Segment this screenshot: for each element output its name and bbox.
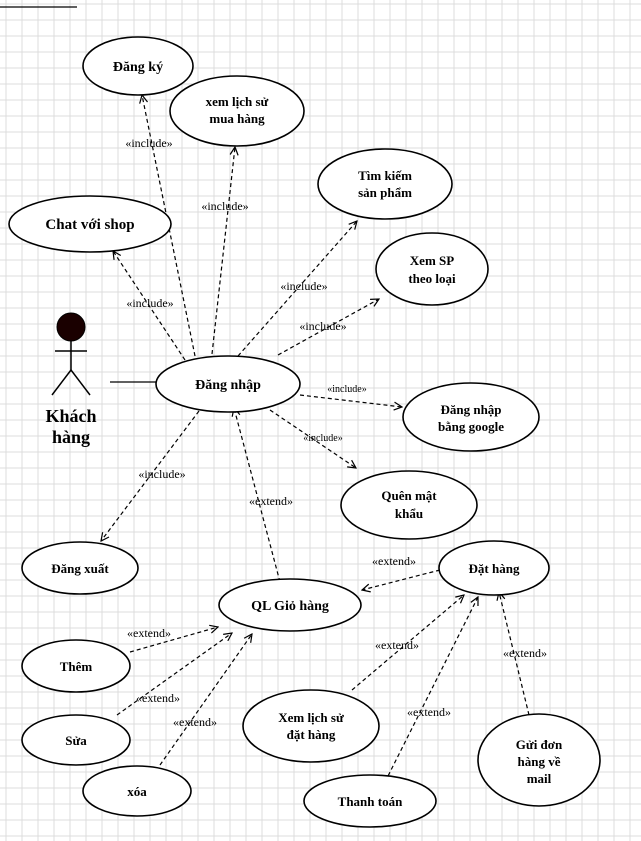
use-case-label: Chat với shop xyxy=(45,217,134,233)
label-extend: «extend» xyxy=(249,494,293,508)
use-case-label: Gửi đơn xyxy=(516,737,563,752)
use-case-label: Thanh toán xyxy=(338,794,403,809)
label-include: «include» xyxy=(327,384,366,395)
include-xem-sp-theo-loai xyxy=(277,299,379,356)
use-case-label: mail xyxy=(527,771,552,786)
use-case-label: khẩu xyxy=(395,506,423,521)
use-case-sua: Sửa xyxy=(21,714,131,766)
label-include: «include» xyxy=(125,136,172,150)
use-case-dang-ky: Đăng ký xyxy=(82,36,194,96)
use-case-label: Xem lịch sử xyxy=(278,710,344,725)
include-dang-xuat xyxy=(101,410,200,541)
use-case-label: xóa xyxy=(127,784,147,799)
use-case-label: xem lịch sử xyxy=(206,94,269,109)
use-case-tim-kiem-san-pham: Tìm kiếm sản phẩm xyxy=(317,148,453,220)
actor-name-line2: hàng xyxy=(52,427,90,447)
include-quen-mat-khau xyxy=(269,409,356,468)
use-case-xem-lich-su-mua-hang: xem lịch sử mua hàng xyxy=(169,75,305,147)
use-case-label: Đăng ký xyxy=(113,60,163,75)
use-case-label: Quên mật xyxy=(381,488,437,503)
stereotype-labels: «include» «include» «include» «include» … xyxy=(125,136,547,729)
use-case-label: bằng google xyxy=(438,419,504,434)
use-case-gui-don-hang: Gửi đơn hàng về mail xyxy=(477,713,601,807)
use-case-label: Đăng nhập xyxy=(440,402,501,417)
use-case-xem-sp-theo-loai: Xem SP theo loại xyxy=(375,232,489,306)
label-include: «include» xyxy=(303,433,342,444)
use-case-chat-voi-shop: Chat với shop xyxy=(8,195,172,253)
use-case-xoa: xóa xyxy=(82,765,192,817)
label-extend: «extend» xyxy=(407,705,451,719)
use-case-label: Xem SP xyxy=(410,253,454,268)
label-include: «include» xyxy=(201,199,248,213)
use-case-label: QL Giỏ hàng xyxy=(251,599,329,614)
use-case-ql-gio-hang: QL Giỏ hàng xyxy=(218,578,362,632)
actor-head xyxy=(56,312,86,342)
use-case-label: Đăng nhập xyxy=(195,378,261,393)
label-extend: «extend» xyxy=(503,646,547,660)
label-extend: «extend» xyxy=(127,626,171,640)
actor-khach-hang: Khách hàng xyxy=(45,312,97,447)
include-xem-lich-su-mua-hang xyxy=(211,147,235,355)
use-case-label: theo loại xyxy=(408,271,456,286)
use-case-label: đặt hàng xyxy=(287,727,336,742)
use-case-dang-xuat: Đăng xuất xyxy=(21,541,139,595)
label-extend: «extend» xyxy=(136,691,180,705)
actor-leg-right xyxy=(70,369,91,396)
use-case-label: Đặt hàng xyxy=(469,561,520,576)
label-include: «include» xyxy=(280,279,327,293)
use-case-dat-hang: Đặt hàng xyxy=(438,540,550,596)
use-case-label: Đăng xuất xyxy=(51,561,109,576)
label-include: «include» xyxy=(299,319,346,333)
use-case-label: Sửa xyxy=(65,733,87,748)
extend-xoa xyxy=(159,634,252,766)
use-case-label: mua hàng xyxy=(209,111,265,126)
extend-sua xyxy=(116,633,232,716)
label-extend: «extend» xyxy=(173,715,217,729)
label-include: «include» xyxy=(138,467,185,481)
extend-thanh-toan xyxy=(384,597,478,783)
label-extend: «extend» xyxy=(375,638,419,652)
include-tim-kiem xyxy=(237,221,357,357)
actor-leg-left xyxy=(51,369,72,396)
use-cases: Đăng ký xem lịch sử mua hàng Tìm kiếm sả… xyxy=(8,36,601,828)
use-case-label: Thêm xyxy=(60,659,93,674)
use-case-xem-lich-su-dat-hang: Xem lịch sử đặt hàng xyxy=(242,689,380,763)
use-case-label: Tìm kiếm xyxy=(358,168,412,183)
use-case-quen-mat-khau: Quên mật khẩu xyxy=(340,470,478,540)
use-case-dang-nhap: Đăng nhập xyxy=(155,355,301,413)
extend-gui-don-hang xyxy=(499,592,530,716)
extend-them xyxy=(129,627,218,653)
use-case-label: hàng về xyxy=(518,754,561,769)
use-case-thanh-toan: Thanh toán xyxy=(303,774,437,828)
use-case-them: Thêm xyxy=(21,639,131,693)
use-case-label: sản phẩm xyxy=(358,185,412,200)
use-case-dang-nhap-google: Đăng nhập bằng google xyxy=(402,382,540,452)
include-dang-nhap-google xyxy=(299,394,402,407)
include-chat-voi-shop xyxy=(113,251,186,361)
label-extend: «extend» xyxy=(372,554,416,568)
label-include: «include» xyxy=(126,296,173,310)
actor-name-line1: Khách xyxy=(45,406,96,426)
extend-ql-gio-hang-dang-nhap xyxy=(234,408,281,583)
extend-xem-lich-su-dat-hang xyxy=(351,595,464,691)
